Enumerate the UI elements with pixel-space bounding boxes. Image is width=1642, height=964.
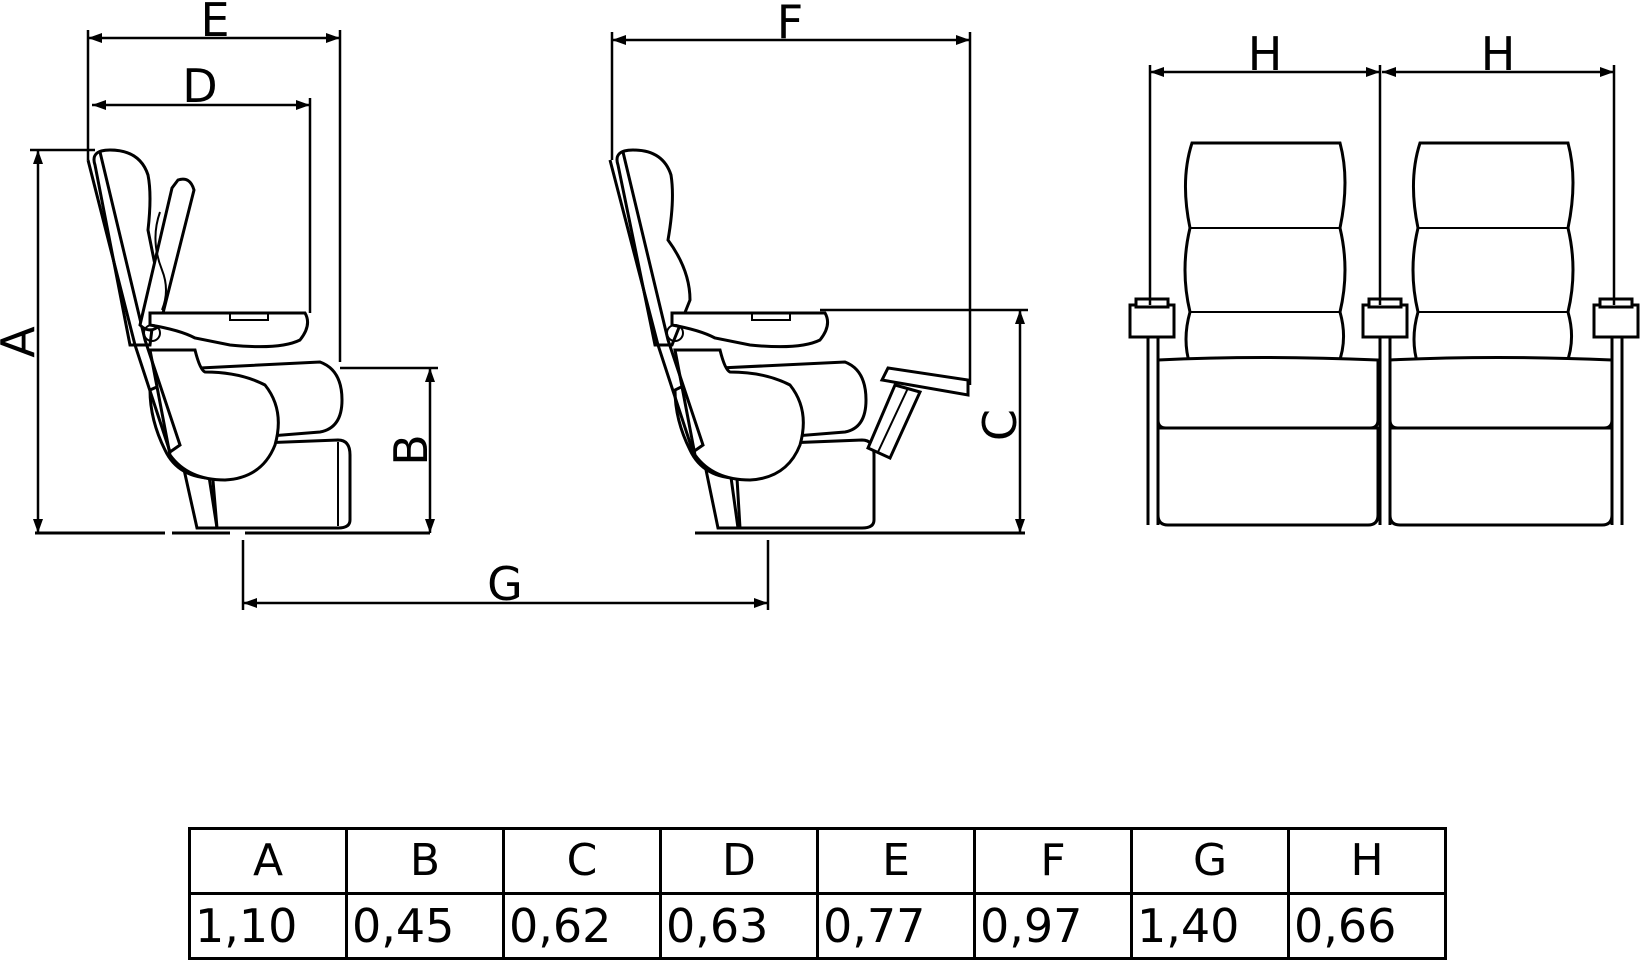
label-h-left: H [1248, 27, 1283, 81]
front-view [1128, 141, 1640, 527]
table-header-cell: A [188, 827, 348, 895]
table-header-cell: B [345, 827, 505, 895]
table-header-cell: G [1130, 827, 1290, 895]
table-value-cell: 0,62 [502, 892, 662, 960]
label-a: A [0, 326, 45, 358]
label-h-right: H [1481, 27, 1516, 81]
table-header-cell: D [659, 827, 819, 895]
label-b: B [384, 434, 438, 466]
table-header-cell: E [816, 827, 976, 895]
dimensions-table: A B C D E F G H 1,10 0,45 0,62 0,63 0,77… [188, 827, 1447, 960]
table-value-cell: 0,66 [1287, 892, 1447, 960]
table-header-cell: H [1287, 827, 1447, 895]
side-view-folded [35, 148, 430, 535]
label-f: F [777, 0, 803, 49]
side-view-reclined [608, 148, 1025, 535]
label-d: D [182, 59, 217, 113]
table-value-cell: 0,97 [973, 892, 1133, 960]
table-value-row: 1,10 0,45 0,62 0,63 0,77 0,97 1,40 0,66 [188, 892, 1447, 960]
label-e: E [200, 0, 229, 47]
table-header-cell: F [973, 827, 1133, 895]
label-c: C [973, 409, 1027, 441]
table-value-cell: 1,10 [188, 892, 348, 960]
table-header-row: A B C D E F G H [188, 827, 1447, 895]
label-g: G [487, 557, 523, 611]
table-value-cell: 0,77 [816, 892, 976, 960]
table-value-cell: 1,40 [1130, 892, 1290, 960]
table-value-cell: 0,63 [659, 892, 819, 960]
table-header-cell: C [502, 827, 662, 895]
table-value-cell: 0,45 [345, 892, 505, 960]
